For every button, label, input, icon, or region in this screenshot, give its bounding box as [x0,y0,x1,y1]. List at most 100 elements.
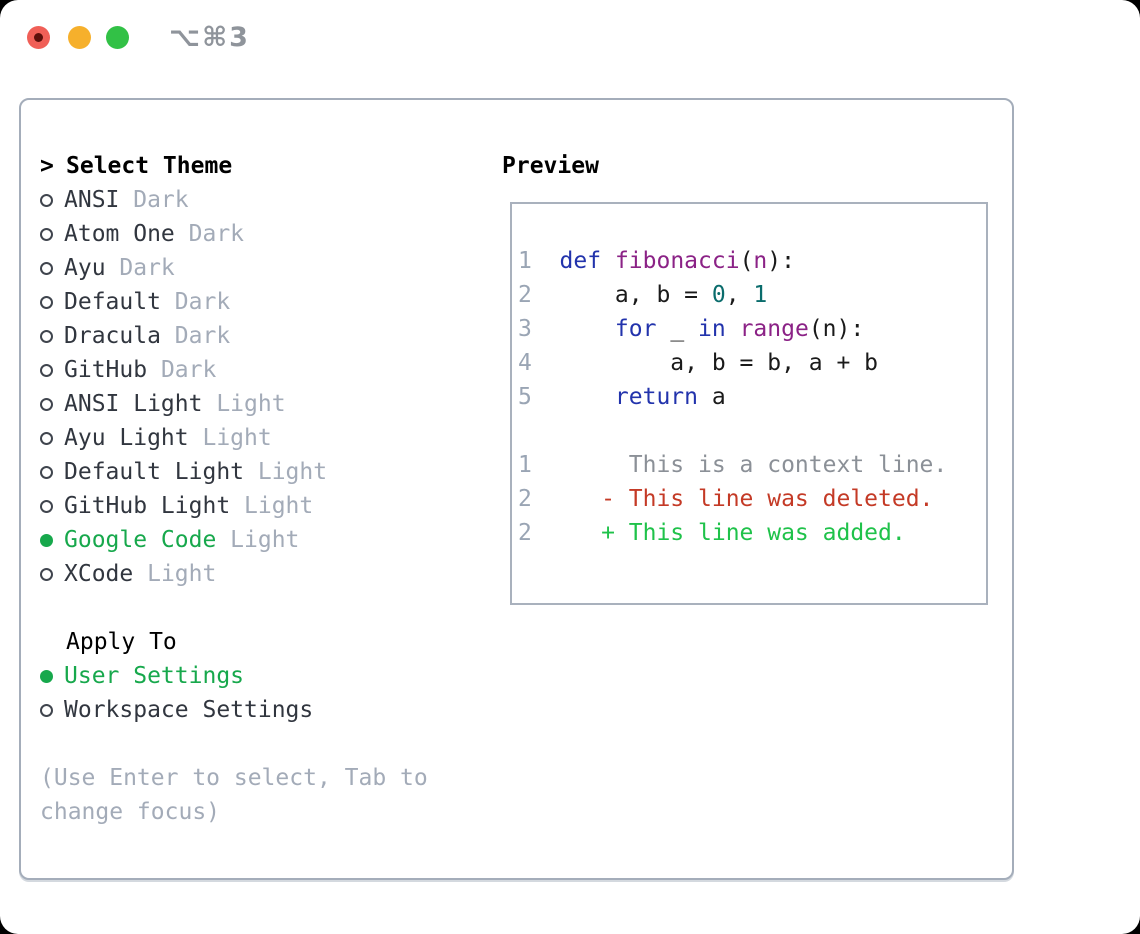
radio-icon [40,397,53,411]
token-fn: fibonacci [614,248,740,274]
theme-name: GitHub Light [64,493,231,519]
line-number: 2 [518,486,532,512]
token-add: + This line was added. [559,520,906,546]
radio-icon [40,465,53,479]
code-text: for _ in range(n): [560,316,865,342]
token-pl: (n): [808,316,865,342]
theme-variant-badge: Light [202,425,272,451]
hint-line: change focus) [40,799,221,825]
theme-name: Atom One [64,221,175,247]
radio-icon [40,227,53,241]
token-kw: in [698,316,726,342]
line-number: 2 [518,282,532,308]
theme-variant-badge: Light [244,493,314,519]
window-title: ⌥⌘3 [169,22,250,53]
theme-option-github-light[interactable]: GitHub Light Light [40,489,428,523]
theme-variant-badge: Light [257,459,328,485]
code-line [518,414,986,448]
theme-option-xcode[interactable]: XCode Light [40,557,428,591]
apply-to-header-row: Apply To [40,625,428,659]
token-del: - This line was deleted. [559,486,934,512]
code-line: 5 return a [518,380,986,414]
token-num: 0 [711,282,726,308]
token-pl: , [725,282,754,308]
theme-option-github[interactable]: GitHub Dark [40,353,428,387]
theme-option-ansi-light[interactable]: ANSI Light Light [40,387,428,421]
theme-option-ayu[interactable]: Ayu Dark [40,251,428,285]
radio-icon [40,363,53,377]
theme-name: ANSI [64,187,120,213]
token-ctx: This is a context line. [559,452,948,478]
token-fn: n [753,248,768,274]
line-number: 4 [518,350,532,376]
radio-icon [40,499,53,513]
close-button[interactable] [27,26,50,49]
token-num: 1 [753,282,768,308]
theme-variant-badge: Dark [174,289,231,315]
theme-variant-badge: Dark [119,255,175,281]
token-pl [726,316,740,342]
line-number: 5 [518,384,532,410]
radio-icon [40,295,53,309]
radio-icon [40,193,53,207]
line-number: 3 [518,316,532,342]
theme-name: Ayu Light [64,425,189,451]
theme-variant-badge: Light [147,561,217,587]
close-dot-icon [34,33,43,42]
token-pl: a [698,384,726,410]
code-text: return a [560,384,726,410]
code-text: def fibonacci(n): [560,248,795,274]
apply-option-label: User Settings [64,663,245,689]
theme-variant-badge: Dark [133,187,189,213]
keyboard-hint: (Use Enter to select, Tab to change focus… [40,761,428,829]
token-kw: for [614,316,657,342]
token-pl: a, b = [559,282,712,308]
code-text: a, b = 0, 1 [559,282,768,308]
theme-option-ayu-light[interactable]: Ayu Light Light [40,421,428,455]
theme-option-atom-one[interactable]: Atom One Dark [40,217,428,251]
apply-option-user-settings[interactable]: User Settings [40,659,428,693]
theme-name: Ayu [64,255,106,281]
apply-option-label: Workspace Settings [64,697,314,723]
line-number: 1 [518,452,532,478]
theme-name: GitHub [64,357,148,383]
token-kw: def [559,248,602,274]
theme-variant-badge: Light [216,391,286,417]
titlebar: ⌥⌘3 [0,0,1140,75]
theme-option-ansi[interactable]: ANSI Dark [40,183,428,217]
code-line: 3 for _ in range(n): [518,312,986,346]
line-number: 2 [518,520,532,546]
radio-icon [40,329,53,343]
token-pl [560,316,615,342]
theme-variant-badge: Dark [160,357,217,383]
theme-name: XCode [64,561,134,587]
line-number: 1 [518,248,532,274]
token-pl: ( [739,248,754,274]
theme-name: Google Code [64,527,217,553]
token-pl: _ [656,316,699,342]
radio-icon [40,431,53,445]
code-text: This is a context line. [560,452,948,478]
code-text: + This line was added. [560,520,906,546]
select-theme-title: Select Theme [66,153,233,179]
prompt-cursor-icon: > [40,153,54,179]
radio-selected-icon [40,669,53,683]
maximize-button[interactable] [106,26,129,49]
code-line: 1 def fibonacci(n): [518,244,986,278]
theme-variant-badge: Dark [188,221,245,247]
apply-option-workspace-settings[interactable]: Workspace Settings [40,693,428,727]
theme-variant-badge: Dark [174,323,231,349]
code-text: a, b = b, a + b [560,350,878,376]
minimize-button[interactable] [68,26,91,49]
theme-name: ANSI Light [64,391,203,417]
hint-line: (Use Enter to select, Tab to [40,765,428,791]
preview-title: Preview [502,153,599,179]
